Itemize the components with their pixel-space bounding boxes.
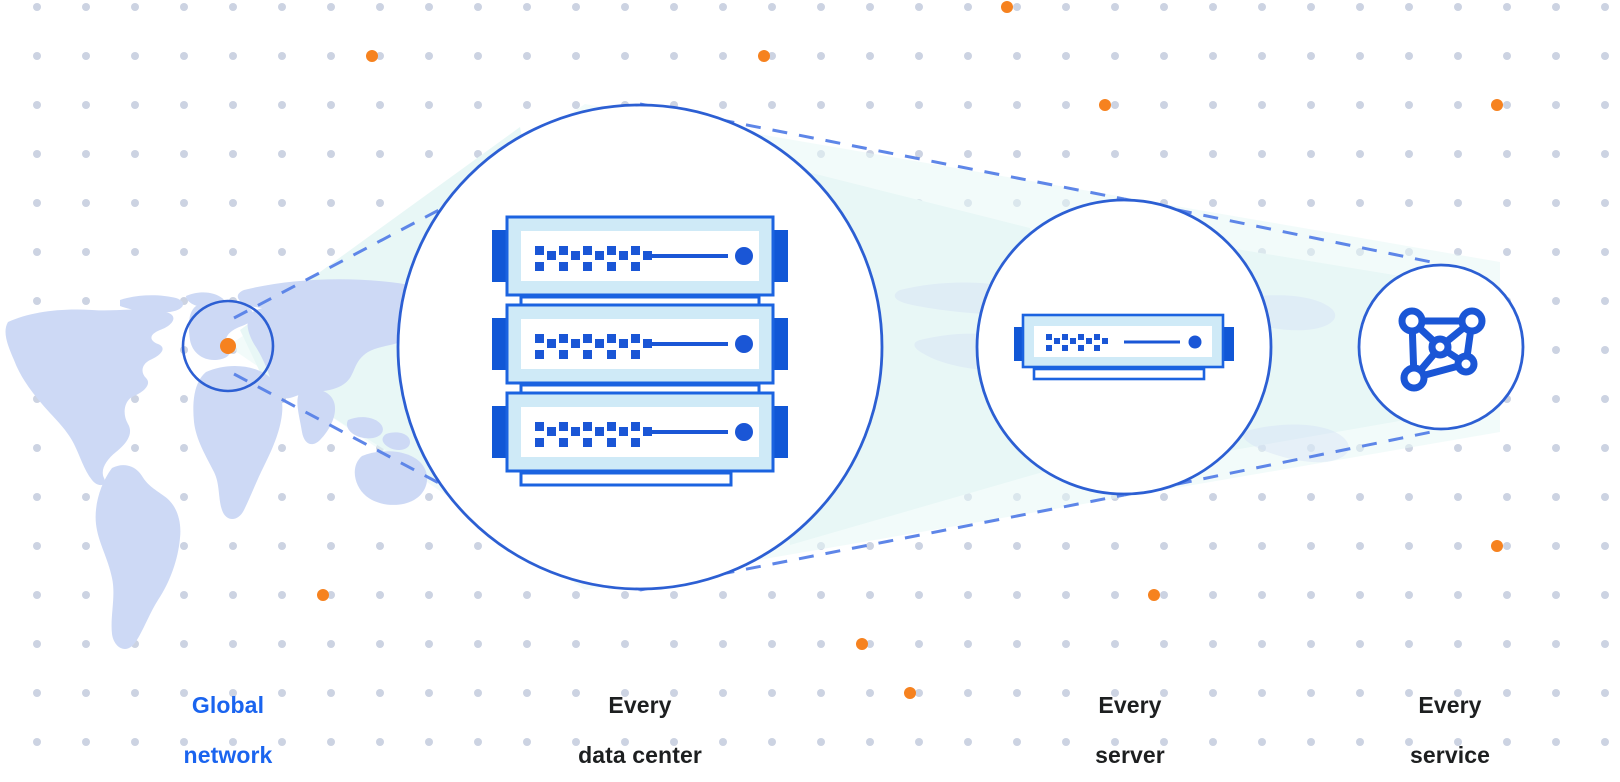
single-server-icon: [1014, 313, 1234, 381]
global-network-highlight[interactable]: [181, 299, 275, 393]
rack-unit: [492, 391, 788, 473]
stage-every-data-center[interactable]: [396, 103, 884, 591]
status-dot-icon: [735, 247, 753, 265]
accent-dot: [904, 687, 916, 699]
accent-dot: [366, 50, 378, 62]
location-pin-icon: [220, 338, 236, 354]
led-grid: [535, 422, 652, 447]
status-dot-icon: [1188, 335, 1202, 349]
rack-unit: [492, 303, 788, 385]
server-rack-icon: [492, 215, 788, 487]
accent-dot: [1001, 1, 1013, 13]
status-dot-icon: [735, 335, 753, 353]
rack-unit: [492, 215, 788, 297]
led-grid: [535, 246, 652, 271]
network-mesh-icon: [1398, 307, 1486, 392]
world-map-icon: [5, 279, 465, 649]
accent-dot: [1491, 540, 1503, 552]
accent-dot: [1491, 99, 1503, 111]
led-grid: [535, 334, 652, 359]
accent-dot-layer: [317, 1, 1503, 699]
led-grid: [1046, 334, 1108, 351]
stage-every-server[interactable]: [975, 198, 1273, 496]
stage-every-service[interactable]: [1357, 263, 1525, 431]
status-dot-icon: [735, 423, 753, 441]
accent-dot: [317, 589, 329, 601]
accent-dot: [758, 50, 770, 62]
accent-dot: [1148, 589, 1160, 601]
accent-dot: [856, 638, 868, 650]
accent-dot: [1099, 99, 1111, 111]
